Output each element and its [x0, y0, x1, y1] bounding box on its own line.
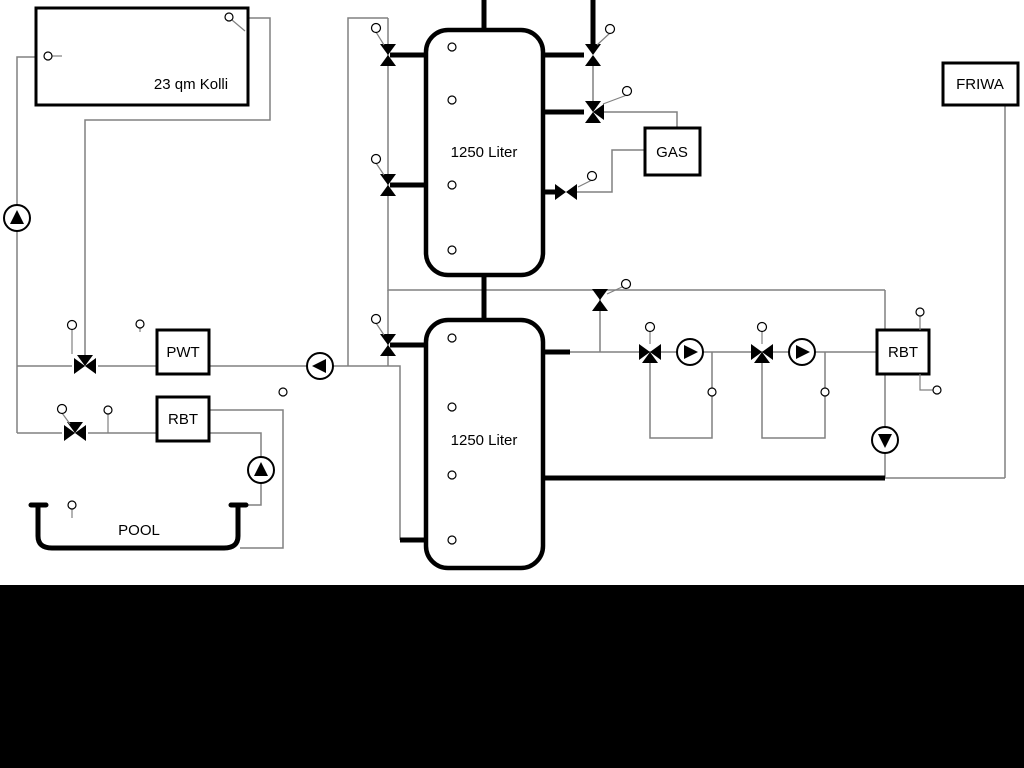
- pipe-network: [16, 17, 1006, 549]
- rbt-exchanger-left: RBT: [103, 395, 211, 443]
- pipe-bypass-circuit1: [649, 352, 713, 439]
- valve-icon: [592, 278, 632, 311]
- temperature-sensor-icon: [135, 319, 145, 329]
- valve-actuator-icon: [756, 321, 768, 333]
- loop-sensors: [278, 387, 830, 397]
- valve-actuator-icon: [66, 319, 78, 331]
- temperature-sensor-icon: [447, 402, 457, 412]
- temperature-sensor-icon: [447, 95, 457, 105]
- temperature-sensor-icon: [43, 51, 53, 61]
- pwt-box: [155, 328, 211, 376]
- pipe-pwt-to-tank: [209, 365, 401, 540]
- temperature-sensor-icon: [820, 387, 830, 397]
- solar-collector: 23 qm Kolli: [34, 6, 250, 107]
- pipe-bypass-circuit2: [761, 352, 826, 439]
- footer-mask: [0, 585, 1024, 768]
- pump-icon: [306, 352, 334, 380]
- solar-collector-label: 23 qm Kolli: [154, 76, 228, 93]
- buffer-tank-lower: 1250 Liter: [423, 317, 546, 571]
- sensor-stem: [919, 374, 933, 391]
- pipe-network-thick: [390, 0, 885, 543]
- rbt-exchanger-right: RBT: [875, 307, 942, 395]
- valve-actuator-icon: [621, 85, 633, 97]
- pipe-to-gas-left: [576, 149, 645, 193]
- valve-icon: [370, 153, 396, 196]
- pump-icon: [3, 204, 31, 232]
- temperature-sensor-icon: [915, 307, 925, 317]
- temperature-sensor-icon: [447, 42, 457, 52]
- pipe-to-gas-top: [601, 111, 678, 128]
- pipe-riser-left: [347, 17, 388, 366]
- pipe-collector-return: [16, 56, 36, 433]
- temperature-sensor-icon: [447, 245, 457, 255]
- pipe-collector-supply: [84, 17, 271, 358]
- buffer-tank-upper-body: [423, 27, 546, 278]
- valve-actuator-icon: [586, 170, 598, 182]
- rbt-right-box: [875, 328, 931, 376]
- pump-icon: [871, 426, 899, 454]
- gas-boiler: GAS: [643, 126, 702, 177]
- buffer-tank-lower-label: 1250 Liter: [451, 432, 518, 449]
- three-way-valve-icon: [56, 403, 86, 441]
- buffer-tank-upper-label: 1250 Liter: [451, 144, 518, 161]
- pwt-label: PWT: [166, 344, 199, 361]
- valve-icon: [585, 23, 616, 66]
- three-way-valve-icon: [585, 85, 633, 123]
- sensor-stem: [231, 19, 246, 32]
- temperature-sensor-icon: [278, 387, 288, 397]
- valve-icon: [555, 170, 598, 200]
- valve-actuator-icon: [604, 23, 616, 35]
- solar-collector-box: [34, 6, 250, 107]
- pipe-rbt-pool-return: [209, 409, 284, 549]
- tank-stub-lines: [390, 0, 885, 543]
- temperature-sensor-icon: [447, 333, 457, 343]
- temperature-sensor-icon: [932, 385, 942, 395]
- temperature-sensor-icon: [447, 535, 457, 545]
- temperature-sensor-icon: [447, 180, 457, 190]
- gas-boiler-label: GAS: [656, 144, 688, 161]
- valve-icon: [370, 313, 396, 356]
- valve-icon: [370, 22, 396, 66]
- valve-actuator-icon: [644, 321, 656, 333]
- temperature-sensor-icon: [224, 12, 234, 22]
- rbt-left-label: RBT: [168, 411, 198, 428]
- friwa-label: FRIWA: [956, 76, 1004, 93]
- temperature-sensor-icon: [447, 470, 457, 480]
- temperature-sensor-icon: [707, 387, 717, 397]
- temperature-sensor-icon: [67, 500, 77, 510]
- three-way-valve-icon: [639, 321, 661, 363]
- valve-actuator-icon: [370, 22, 382, 34]
- valve-actuator-icon: [370, 153, 382, 165]
- pool-label: POOL: [118, 522, 160, 539]
- pump-icon: [247, 456, 275, 484]
- pump-icon: [788, 338, 816, 366]
- temperature-sensor-icon: [103, 405, 113, 415]
- pwt-exchanger: PWT: [135, 319, 211, 376]
- fresh-water-station: FRIWA: [941, 61, 1020, 107]
- three-way-valve-icon: [751, 321, 773, 363]
- three-way-valve-icon: [66, 319, 96, 374]
- gas-boiler-box: [643, 126, 702, 177]
- valve-actuator-icon: [56, 403, 68, 415]
- valve-actuator-icon: [620, 278, 632, 290]
- pump-icon: [676, 338, 704, 366]
- rbt-left-box: [155, 395, 211, 443]
- valve-actuator-icon: [370, 313, 382, 325]
- buffer-tank-upper: 1250 Liter: [423, 27, 546, 278]
- friwa-box: [941, 61, 1020, 107]
- pool-basin: [28, 502, 249, 551]
- buffer-tank-lower-body: [423, 317, 546, 571]
- pumps: [3, 204, 899, 484]
- pool: POOL: [28, 500, 249, 551]
- rbt-right-label: RBT: [888, 344, 918, 361]
- valves: [56, 22, 773, 441]
